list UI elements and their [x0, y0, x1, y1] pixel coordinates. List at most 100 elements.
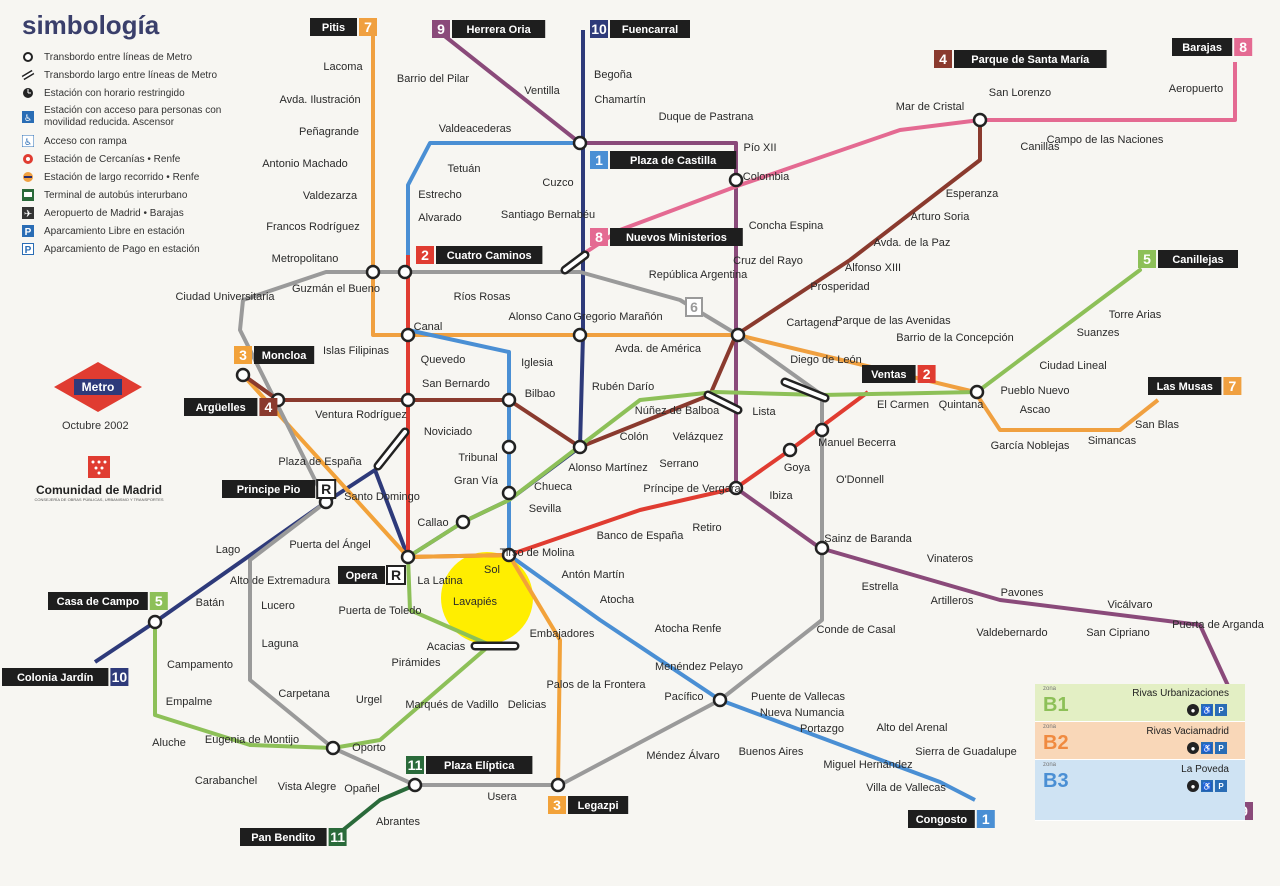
station-label[interactable]: Lavapiés: [453, 596, 498, 608]
interchange-station[interactable]: [814, 422, 830, 438]
station-label[interactable]: Suanzes: [1077, 327, 1120, 339]
station-label[interactable]: Esperanza: [946, 188, 999, 200]
station-label[interactable]: Duque de Pastrana: [659, 111, 755, 123]
station-label[interactable]: Retiro: [692, 522, 721, 534]
station-label[interactable]: Marqués de Vadillo: [405, 699, 498, 711]
interchange-station[interactable]: [365, 264, 381, 280]
station-label[interactable]: Delicias: [508, 699, 547, 711]
station-label[interactable]: Mar de Cristal: [896, 101, 964, 113]
station-label[interactable]: Atocha Renfe: [655, 623, 722, 635]
station-label[interactable]: Campo de las Naciones: [1047, 134, 1164, 146]
interchange-station[interactable]: [730, 327, 746, 343]
station-label[interactable]: Buenos Aires: [739, 746, 804, 758]
station-label[interactable]: Estrecho: [418, 189, 461, 201]
station-label[interactable]: Alonso Martínez: [568, 462, 647, 474]
station-label[interactable]: Abrantes: [376, 816, 421, 828]
station-label[interactable]: Serrano: [659, 458, 698, 470]
station-label[interactable]: Lago: [216, 544, 240, 556]
interchange-station[interactable]: [814, 540, 830, 556]
station-label[interactable]: Arturo Soria: [911, 211, 971, 223]
interchange-station[interactable]: [400, 549, 416, 565]
station-label[interactable]: O'Donnell: [836, 474, 884, 486]
station-label[interactable]: Tetuán: [447, 163, 480, 175]
station-label[interactable]: Begoña: [594, 69, 633, 81]
station-label[interactable]: Guzmán el Bueno: [292, 283, 380, 295]
interchange-station[interactable]: [325, 740, 341, 756]
station-label[interactable]: Callao: [417, 517, 448, 529]
station-label[interactable]: Puerta del Ángel: [289, 538, 370, 551]
station-label[interactable]: Carpetana: [278, 688, 330, 700]
station-label[interactable]: Cruz del Rayo: [733, 255, 803, 267]
station-label[interactable]: Torre Arias: [1109, 309, 1162, 321]
interchange-station[interactable]: [407, 777, 423, 793]
station-label[interactable]: Vista Alegre: [278, 781, 337, 793]
station-label[interactable]: Lista: [752, 406, 776, 418]
station-label[interactable]: Tribunal: [458, 452, 497, 464]
station-label[interactable]: Puerta de Toledo: [339, 605, 422, 617]
station-label[interactable]: Barrio de la Concepción: [896, 332, 1013, 344]
interchange-station[interactable]: [550, 777, 566, 793]
station-label[interactable]: Concha Espina: [749, 220, 824, 232]
station-label[interactable]: Menéndez Pelayo: [655, 661, 743, 673]
interchange-station[interactable]: [455, 514, 471, 530]
station-label[interactable]: Gran Vía: [454, 475, 499, 487]
station-label[interactable]: Barrio del Pilar: [397, 73, 469, 85]
station-label[interactable]: Colón: [620, 431, 649, 443]
station-label[interactable]: Canal: [414, 321, 443, 333]
station-label[interactable]: Chueca: [534, 481, 573, 493]
interchange-station[interactable]: [400, 327, 416, 343]
station-label[interactable]: Vicálvaro: [1107, 599, 1152, 611]
station-label[interactable]: Metropolitano: [272, 253, 339, 265]
station-label[interactable]: Ciudad Universitaria: [175, 291, 275, 303]
interchange-station[interactable]: [501, 485, 517, 501]
station-label[interactable]: Colombia: [743, 171, 790, 183]
station-label[interactable]: Ascao: [1020, 404, 1051, 416]
station-label[interactable]: Pavones: [1001, 587, 1044, 599]
station-label[interactable]: Estrella: [862, 581, 900, 593]
station-label[interactable]: Valdezarza: [303, 190, 358, 202]
station-label[interactable]: Aeropuerto: [1169, 83, 1223, 95]
interchange-station[interactable]: [147, 614, 163, 630]
station-label[interactable]: Manuel Becerra: [818, 437, 897, 449]
station-label[interactable]: Villa de Vallecas: [866, 782, 946, 794]
station-label[interactable]: Conde de Casal: [817, 624, 896, 636]
station-label[interactable]: Sol: [484, 564, 500, 576]
station-label[interactable]: Embajadores: [530, 628, 595, 640]
interchange-station[interactable]: [572, 439, 588, 455]
station-label[interactable]: Ventilla: [524, 85, 560, 97]
station-label[interactable]: Eugenia de Montijo: [205, 734, 299, 746]
station-label[interactable]: Diego de León: [790, 354, 862, 366]
station-label[interactable]: Pío XII: [743, 142, 776, 154]
station-label[interactable]: Núñez de Balboa: [635, 405, 720, 417]
interchange-station[interactable]: [235, 367, 251, 383]
interchange-station[interactable]: [397, 264, 413, 280]
station-label[interactable]: Antón Martín: [562, 569, 625, 581]
station-label[interactable]: San Cipriano: [1086, 627, 1150, 639]
station-label[interactable]: García Noblejas: [991, 440, 1070, 452]
station-label[interactable]: Ventura Rodríguez: [315, 409, 407, 421]
station-label[interactable]: Avda. de la Paz: [874, 237, 951, 249]
station-label[interactable]: Urgel: [356, 694, 382, 706]
station-label[interactable]: Santiago Bernabéu: [501, 209, 595, 221]
station-label[interactable]: Puente de Vallecas: [751, 691, 845, 703]
station-label[interactable]: Alvarado: [418, 212, 461, 224]
station-label[interactable]: Príncipe de Vergara: [643, 483, 741, 495]
station-label[interactable]: Ibiza: [769, 490, 793, 502]
station-label[interactable]: Quevedo: [421, 354, 466, 366]
station-label[interactable]: Ríos Rosas: [454, 291, 511, 303]
